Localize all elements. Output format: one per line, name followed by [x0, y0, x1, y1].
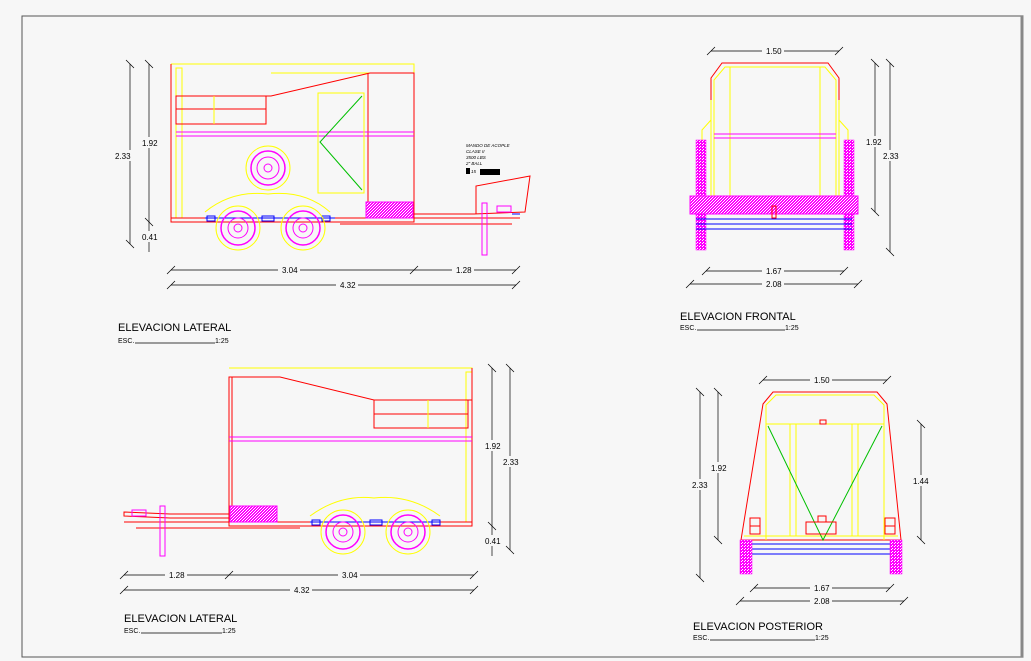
door-brace	[319, 95, 363, 191]
scale-prefix-frontal: ESC.	[680, 325, 696, 332]
tongue-jack-2	[159, 505, 166, 557]
front-window	[175, 95, 267, 125]
dim2-ground: 0.41	[485, 537, 501, 546]
dim-height-body: 1.92	[142, 139, 158, 148]
chassis-tongue-2	[123, 511, 473, 527]
coupler-note: MANDO DE ACOPLE CLASE II 3500 LBS 2" BAL…	[465, 143, 511, 175]
frontal-right-tire	[843, 139, 855, 251]
body-yellow-side	[175, 67, 183, 219]
view-title-lateral-bottom: ELEVACION LATERAL	[124, 613, 237, 625]
posterior-dim-height-total: 2.33	[692, 481, 708, 490]
fender	[204, 192, 331, 213]
scale-posterior: 1:25	[815, 635, 829, 642]
posterior-brace	[767, 425, 883, 542]
posterior-dim-height-body: 1.92	[711, 464, 727, 473]
wheel-front	[280, 205, 326, 251]
scale-lateral-bottom: 1:25	[222, 628, 236, 635]
dim-length-total: 4.32	[340, 281, 356, 290]
frontal-yellow-outline	[713, 66, 837, 196]
posterior-red-outline	[740, 391, 902, 541]
side-door	[317, 92, 365, 194]
dim-tongue: 1.28	[456, 266, 472, 275]
dim2-length-body: 3.04	[342, 571, 358, 580]
body-yellow-outline	[171, 63, 415, 74]
dim2-height-total: 2.33	[503, 458, 519, 467]
posterior-dim-axle-width: 1.67	[814, 584, 830, 593]
scale-frontal: 1:25	[785, 325, 799, 332]
frontal-hatch-band	[689, 195, 859, 215]
fender-2	[309, 496, 441, 517]
posterior-yellow-outline	[765, 394, 885, 540]
chassis-tongue	[170, 175, 531, 223]
view-lateral-top: MANDO DE ACOPLE CLASE II 3500 LBS 2" BAL…	[113, 59, 531, 345]
posterior-left-tire	[739, 539, 753, 575]
posterior-right-tire	[889, 539, 903, 575]
frontal-dim-height-total: 2.33	[883, 152, 899, 161]
view-frontal: 1.50 1.92 2.33 1.67 2.08 ELEVACION FRONT…	[680, 45, 900, 332]
frontal-dim-top-width: 1.50	[766, 47, 782, 56]
scale-prefix-posterior: ESC.	[693, 635, 709, 642]
frontal-left-tire	[695, 139, 707, 251]
dim-height-total: 2.33	[115, 152, 131, 161]
frontal-dim-axle-width: 1.67	[766, 267, 782, 276]
front-hatch-box	[365, 201, 414, 219]
front-hatch-box-2	[229, 505, 278, 523]
posterior-dim-top-width: 1.50	[814, 376, 830, 385]
spare-wheel	[245, 145, 291, 191]
wheel-rear	[215, 205, 261, 251]
wheel2-rear	[385, 509, 431, 555]
scale-lateral-top: 1:25	[215, 338, 229, 345]
wheel2-front	[320, 509, 366, 555]
posterior-dim-total-width: 2.08	[814, 597, 830, 606]
coupler-note-line-3: 3500 LBS	[466, 155, 486, 160]
view-title-posterior: ELEVACION POSTERIOR	[693, 621, 823, 633]
view-title-lateral-top: ELEVACION LATERAL	[118, 322, 231, 334]
frontal-dim-height-body: 1.92	[866, 138, 882, 147]
dim2-length-total: 4.32	[294, 586, 310, 595]
dim-length-body: 3.04	[282, 266, 298, 275]
dim2-height-body: 1.92	[485, 442, 501, 451]
view-posterior: 1.50 1.92 2.33 1.44 1.67 2.08 ELEVACION …	[690, 374, 930, 642]
coupler-note-line-4: 2" BALL	[465, 161, 483, 166]
view-title-frontal: ELEVACION FRONTAL	[680, 311, 796, 323]
posterior-dim-door-height: 1.44	[913, 477, 929, 486]
tongue-jack	[481, 202, 488, 256]
coupler-note-line-1: MANDO DE ACOPLE	[466, 143, 511, 148]
view-lateral-bottom: 1.92 2.33 0.41 1.28 3.04 4.32 ELEVACION …	[119, 363, 520, 635]
coupler-note-line-2: CLASE II	[466, 149, 485, 154]
frontal-dim-total-width: 2.08	[766, 280, 782, 289]
sheet-border	[21, 15, 1024, 658]
body2-yellow-outline	[229, 367, 473, 377]
scale-prefix-lateral-top: ESC.	[118, 338, 134, 345]
scale-prefix-lateral-bottom: ESC.	[124, 628, 140, 635]
dim2-tongue: 1.28	[169, 571, 185, 580]
coupler-note-small-label: 15	[471, 169, 477, 174]
dim-ground: 0.41	[142, 233, 158, 242]
